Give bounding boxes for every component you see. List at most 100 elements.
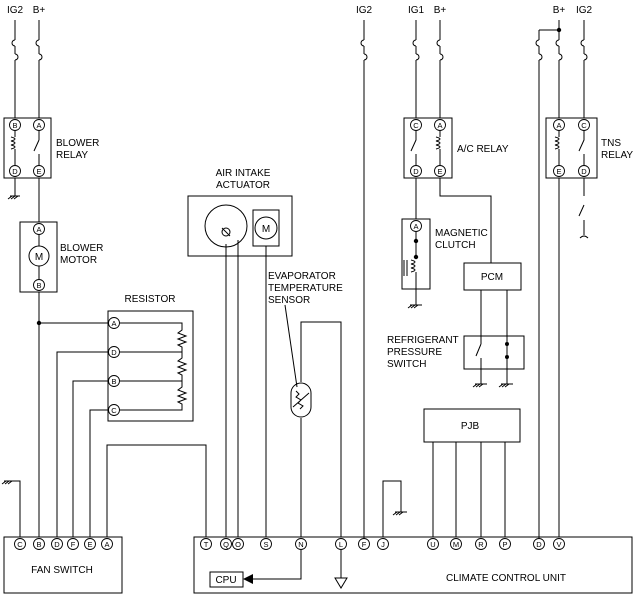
fan-switch-pin-circle (14, 538, 26, 550)
blower-relay-label-2: RELAY (56, 150, 88, 161)
magnetic-clutch-pin-label: A (413, 222, 418, 231)
resistor-block (107, 310, 194, 422)
climate-control-unit-pin-label: Q (223, 540, 229, 549)
climate-control-unit-pin-circle (427, 538, 439, 550)
resistor-label: RESISTOR (125, 294, 176, 305)
magnetic-clutch (401, 218, 431, 309)
ac-relay-pin-circle (434, 165, 446, 177)
blower-motor-pin-label: B (36, 281, 41, 290)
climate-control-unit-pin-label: L (339, 540, 343, 549)
wire-resistor-b (72, 380, 108, 537)
climate-control-unit-pin-circle (499, 538, 511, 550)
blower-relay-pin-circle (9, 119, 21, 131)
actuator-label-1: AIR INTAKE (216, 168, 271, 179)
blower-motor-pin-circle (33, 223, 45, 235)
wire-resistor-c (89, 409, 108, 537)
wire-fan-a-to-ccu-t (106, 444, 207, 537)
climate-control-unit-pin-label: J (381, 540, 385, 549)
resistor-pin-circle (108, 346, 120, 358)
resistor-pin-circle (108, 317, 120, 329)
ac-relay-pin-circle (410, 165, 422, 177)
climate-control-unit-pin-label: F (362, 540, 367, 549)
climate-control-unit-pin-label: O (235, 540, 241, 549)
power-label-bplus-left: B+ (33, 5, 46, 16)
climate-control-unit-box (193, 536, 633, 594)
wire-pjb-to-ccu (432, 442, 506, 537)
wire-ccu-j-ground (382, 480, 407, 537)
blower-motor-label-2: MOTOR (60, 255, 97, 266)
pjb-label: PJB (461, 421, 480, 432)
wire-pcm-to-switch (480, 290, 508, 336)
actuator-label-2: ACTUATOR (216, 180, 270, 191)
ac-relay-pin-label: D (413, 167, 419, 176)
climate-control-unit-pin-label: M (453, 540, 459, 549)
ac-relay-pin-circle (434, 119, 446, 131)
ccu-label: CLIMATE CONTROL UNIT (446, 573, 566, 584)
tns-relay (545, 117, 598, 239)
tns-relay-label-2: RELAY (601, 150, 633, 161)
air-intake-actuator (187, 195, 293, 257)
power-label-ig1: IG1 (408, 5, 425, 16)
evaporator-label-3: SENSOR (268, 295, 310, 306)
fan-switch-pin-circle (33, 538, 45, 550)
fan-switch-pin-label: F (71, 540, 76, 549)
tns-relay-pin-label: C (581, 121, 587, 130)
climate-control-unit-pin-circle (232, 538, 244, 550)
climate-control-unit-pin-circle (377, 538, 389, 550)
power-label-bplus-right: B+ (553, 5, 566, 16)
climate-control-unit-pin-label: T (204, 540, 209, 549)
blower-motor-pin-circle (33, 279, 45, 291)
evaporator-label-2: TEMPERATURE (268, 283, 343, 294)
blower-motor-label-1: BLOWER (60, 243, 103, 254)
fan-switch-pin-label: D (54, 540, 60, 549)
fan-switch-pin-label: C (17, 540, 23, 549)
tns-relay-pin-circle (578, 119, 590, 131)
climate-control-unit-pin-label: P (502, 540, 507, 549)
climate-control-unit-pin-circle (260, 538, 272, 550)
climate-control-unit-pin-circle (450, 538, 462, 550)
blower-relay-pin-label: D (12, 167, 18, 176)
blower-relay-pin-circle (9, 165, 21, 177)
blower-relay-pin-label: A (36, 121, 41, 130)
resistor-pin-label: A (111, 319, 116, 328)
resistor-pin-circle (108, 375, 120, 387)
refrigerant-switch (463, 335, 525, 388)
tns-relay-pin-label: D (581, 167, 587, 176)
fan-switch-pin-circle (84, 538, 96, 550)
blower-relay (3, 117, 52, 200)
climate-control-unit-pin-circle (200, 538, 212, 550)
climate-control-unit-pin-label: U (430, 540, 435, 549)
climate-control-unit-pin-label: S (263, 540, 268, 549)
pjb-box (423, 408, 521, 443)
climate-control-unit-pin-circle (533, 538, 545, 550)
power-label-ig2-mid: IG2 (356, 5, 373, 16)
resistor-pin-label: C (111, 406, 117, 415)
ac-relay-pin-label: E (437, 167, 442, 176)
fan-switch-pin-circle (67, 538, 79, 550)
fan-switch-pin-label: E (87, 540, 92, 549)
climate-control-unit-pin-circle (335, 538, 347, 550)
fan-switch-pin-label: A (104, 540, 109, 549)
ac-relay-pin-label: A (437, 121, 442, 130)
clutch-label-2: CLUTCH (435, 240, 476, 251)
refrigerant-label-3: SWITCH (387, 359, 426, 370)
climate-control-unit-pin-label: V (556, 540, 561, 549)
power-label-bplus-mid: B+ (434, 5, 447, 16)
fan-switch-pin-circle (101, 538, 113, 550)
ac-relay-label: A/C RELAY (457, 144, 509, 155)
blower-relay-pin-circle (33, 165, 45, 177)
climate-control-unit-pin-label: N (298, 540, 303, 549)
ac-relay (403, 117, 453, 179)
fuse-lines (11, 20, 588, 540)
cpu-box (209, 571, 244, 588)
climate-control-unit-pin-circle (220, 538, 232, 550)
power-label-ig2-left: IG2 (7, 5, 24, 16)
tns-relay-pin-circle (578, 165, 590, 177)
wire-actuator (225, 240, 267, 537)
resistor-pin-label: D (111, 348, 117, 357)
blower-relay-pin-label: B (12, 121, 17, 130)
power-label-ig2-right: IG2 (576, 5, 593, 16)
blower-relay-pin-circle (33, 119, 45, 131)
